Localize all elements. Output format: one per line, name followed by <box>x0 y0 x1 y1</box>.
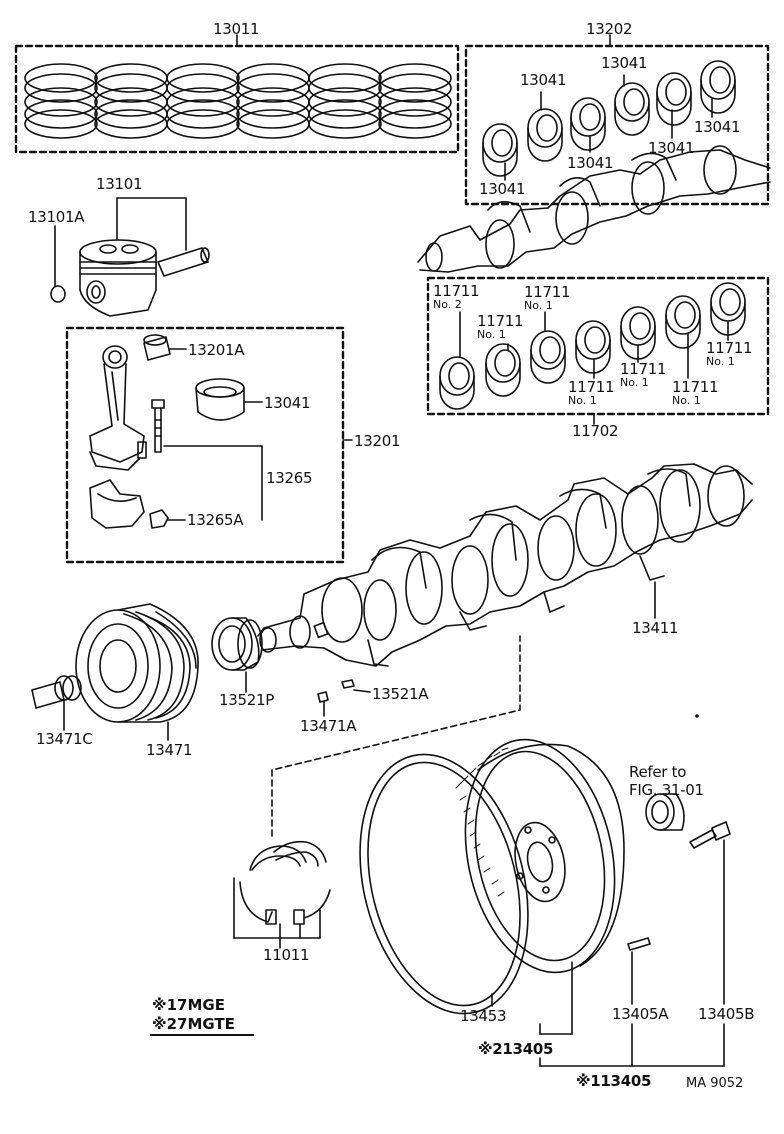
label-13265: 13265 <box>266 469 313 487</box>
rod-bearing-shells-upper <box>483 61 735 176</box>
piston-pin <box>158 248 209 276</box>
crankshaft <box>258 464 752 666</box>
dashed-leader-thrust <box>272 636 520 836</box>
sublabel-no1-d: No. 1 <box>706 355 735 368</box>
label-13471: 13471 <box>146 741 193 759</box>
rod-bearing <box>196 379 244 420</box>
sublabel-no1-e: No. 1 <box>568 394 597 407</box>
label-13405-1: ※113405 <box>576 1072 652 1090</box>
legend-underline <box>150 994 254 1036</box>
label-11702: 11702 <box>572 422 619 440</box>
label-13201A: 13201A <box>188 341 245 359</box>
label-13101: 13101 <box>96 175 143 193</box>
piston-pin-snap-ring <box>51 286 65 302</box>
label-13011: 13011 <box>213 20 260 38</box>
pilot-bearing <box>646 794 684 830</box>
sublabel-no2: No. 2 <box>433 298 462 311</box>
legend-line-2: ※27MGTE <box>152 1015 235 1033</box>
flywheel <box>445 726 635 987</box>
leaders-pulley-area <box>64 672 370 740</box>
label-13041-b: 13041 <box>601 54 648 72</box>
label-11711-no2: 11711 <box>433 282 480 300</box>
piston <box>80 240 156 316</box>
label-13521A: 13521A <box>372 685 429 703</box>
piston-ring-stack-5 <box>309 64 381 138</box>
label-13471C: 13471C <box>36 730 93 748</box>
pulley-bolt <box>32 676 81 708</box>
label-11711-d: 11711 <box>620 360 667 378</box>
main-bearing-group-box <box>428 278 768 414</box>
connecting-rod <box>90 346 146 470</box>
piston-ring-stack-4 <box>237 64 309 138</box>
label-13411: 13411 <box>632 619 679 637</box>
label-11711-b: 11711 <box>524 283 571 301</box>
label-13202: 13202 <box>586 20 633 38</box>
refer-line-2: FIG. 31-01 <box>629 781 704 799</box>
rod-nut <box>150 510 168 528</box>
label-13471A: 13471A <box>300 717 357 735</box>
ring-gear-teeth <box>456 748 508 896</box>
bearing-set-13202-box <box>466 46 768 204</box>
sublabel-no1-b: No. 1 <box>477 328 506 341</box>
leaders-rod <box>164 349 262 520</box>
dowel-pin <box>628 938 650 950</box>
label-13101A: 13101A <box>28 208 85 226</box>
piston-ring-stack-1 <box>25 64 97 138</box>
label-11711-f: 11711 <box>568 378 615 396</box>
label-13041-f: 13041 <box>479 180 526 198</box>
sublabel-no1-f: No. 1 <box>672 394 701 407</box>
flywheel-ring-gear <box>334 737 553 1032</box>
connecting-rod-group-box <box>67 328 343 562</box>
flywheel-bolt <box>690 822 730 848</box>
leaders-13041-upper <box>505 75 712 180</box>
refer-line-1: Refer to <box>629 763 687 781</box>
leaders-13101 <box>55 198 186 286</box>
label-11011: 11011 <box>263 946 310 964</box>
label-13265A: 13265A <box>187 511 244 529</box>
label-13041-a: 13041 <box>520 71 567 89</box>
label-13405B: 13405B <box>698 1005 755 1023</box>
sublabel-no1-c: No. 1 <box>620 376 649 389</box>
label-13405-2: ※213405 <box>478 1040 554 1058</box>
timing-gear <box>212 618 262 670</box>
leaders-11711 <box>460 312 728 378</box>
figure-code: MA 9052 <box>686 1076 744 1091</box>
label-13041-d: 13041 <box>648 139 695 157</box>
label-13041-rod: 13041 <box>264 394 311 412</box>
piston-ring-stack-3 <box>167 64 239 138</box>
leaders-flywheel <box>492 840 724 1066</box>
sublabel-no1-a: No. 1 <box>524 299 553 312</box>
label-11711-g: 11711 <box>672 378 719 396</box>
label-13405A: 13405A <box>612 1005 669 1023</box>
crankshaft-upper-view <box>418 146 770 272</box>
label-13201: 13201 <box>354 432 401 450</box>
label-11711-c: 11711 <box>477 312 524 330</box>
thrust-washers <box>240 842 330 924</box>
leaders-11011 <box>234 878 320 948</box>
rod-bolt <box>152 400 164 452</box>
main-bearing-shells <box>440 283 745 409</box>
connecting-rod-cap <box>90 480 144 528</box>
piston-ring-stack-6 <box>379 64 451 138</box>
piston-ring-stack-2 <box>95 64 167 138</box>
legend-line-1: ※17MGE <box>152 996 225 1014</box>
rod-small-end-bushing <box>144 335 170 360</box>
crank-pulley <box>76 604 198 722</box>
stray-mark <box>696 715 698 717</box>
label-13521P: 13521P <box>219 691 274 709</box>
label-11711-e: 11711 <box>706 339 753 357</box>
piston-ring-set <box>25 64 451 138</box>
crank-key <box>318 680 354 702</box>
label-13041-c: 13041 <box>694 118 741 136</box>
label-13453: 13453 <box>460 1007 507 1025</box>
label-13041-e: 13041 <box>567 154 614 172</box>
